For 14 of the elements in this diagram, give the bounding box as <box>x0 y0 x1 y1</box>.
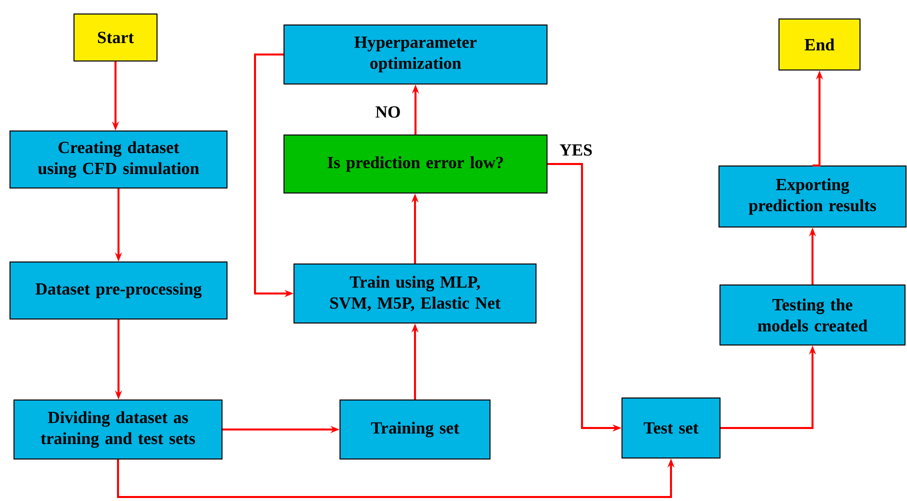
process-box: Exporting prediction results <box>718 166 906 228</box>
process-box: Hyperparameter optimization <box>284 24 548 84</box>
terminal-box: Start <box>74 14 158 62</box>
process-box: Testing the models created <box>720 284 906 346</box>
process-box: Creating dataset using CFD simulation <box>10 130 228 188</box>
process-box: Dataset pre-processing <box>10 262 228 320</box>
process-box: Test set <box>622 398 720 458</box>
decision-box: Is prediction error low? <box>284 134 548 194</box>
edge-label: YES <box>560 144 592 156</box>
process-box: Dividing dataset as training and test sets <box>14 400 222 460</box>
process-box: Train using MLP, SVM, M5P, Elastic Net <box>294 264 536 324</box>
edge-label: NO <box>376 106 400 118</box>
process-box: Training set <box>340 400 490 460</box>
terminal-box: End <box>778 18 860 70</box>
